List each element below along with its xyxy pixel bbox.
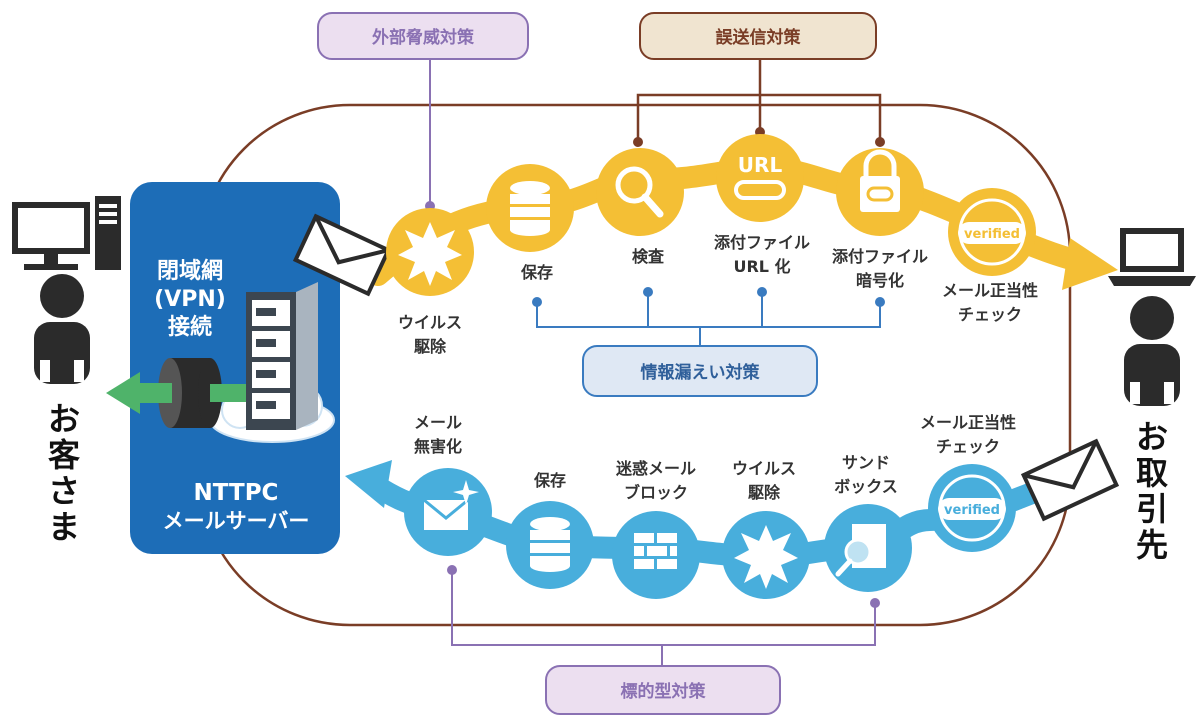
svg-text:メール: メール [414, 413, 462, 432]
node-out-url: URL 添付ファイル URL 化 [714, 134, 810, 276]
svg-text:メール正当性: メール正当性 [942, 281, 1038, 300]
brick-wall-icon [634, 533, 677, 569]
svg-text:暗号化: 暗号化 [856, 271, 904, 290]
inbound-nodes: メール 無害化 保存 迷惑メール ブロック [404, 413, 1016, 599]
magnifier-icon [615, 166, 664, 218]
node-out-verify: verified メール正当性 チェック [942, 188, 1038, 324]
svg-text:誤送信対策: 誤送信対策 [716, 27, 802, 48]
server-label-line2: メールサーバー [163, 509, 310, 533]
node-in-store: 保存 [506, 471, 594, 589]
svg-text:URL 化: URL 化 [733, 257, 790, 276]
customer-label: お客さま [48, 400, 80, 546]
tag-info-leak-prevention: 情報漏えい対策 [582, 345, 818, 397]
tag-missend-prevention: 誤送信対策 [639, 12, 877, 60]
vpn-label-line1: 閉域網 [157, 258, 223, 284]
node-out-inspect: 検査 [596, 148, 684, 266]
svg-text:添付ファイル: 添付ファイル [832, 247, 928, 266]
svg-text:駆除: 駆除 [414, 337, 447, 356]
svg-text:情報漏えい対策: 情報漏えい対策 [641, 362, 761, 383]
svg-text:チェック: チェック [936, 437, 1000, 456]
svg-text:URL: URL [738, 153, 783, 177]
svg-text:保存: 保存 [520, 263, 553, 282]
desktop-computer-icon [12, 196, 121, 270]
verified-badge-icon: verified [958, 198, 1026, 266]
tag-external-threat: 外部脅威対策 [317, 12, 529, 60]
outbound-nodes: ウイルス 駆除 保存 検査 [386, 134, 1038, 356]
vpn-tunnel-icon [158, 358, 246, 428]
nttpc-server-box: 閉域網 (VPN) 接続 NTTPC メールサーバー [130, 182, 340, 554]
partner-figure [1108, 228, 1196, 406]
svg-text:ウイルス: ウイルス [732, 459, 796, 478]
partner-label: お取引先 [1136, 418, 1168, 564]
svg-text:チェック: チェック [958, 305, 1022, 324]
person-icon [34, 274, 90, 384]
svg-text:標的型対策: 標的型対策 [621, 681, 707, 702]
svg-text:迷惑メール: 迷惑メール [615, 459, 696, 478]
node-out-virus: ウイルス 駆除 [386, 208, 474, 356]
svg-text:検査: 検査 [632, 247, 664, 266]
svg-text:ウイルス: ウイルス [398, 313, 462, 332]
outbound-envelope-icon [292, 213, 392, 297]
node-in-sanitize: メール 無害化 [404, 413, 492, 556]
server-label-line1: NTTPC [194, 480, 279, 506]
person-icon-partner [1124, 296, 1180, 406]
svg-text:verified: verified [964, 227, 1020, 242]
server-rack-icon [246, 282, 318, 430]
svg-text:メール正当性: メール正当性 [920, 413, 1016, 432]
virus-burst-icon [398, 222, 462, 286]
svg-text:添付ファイル: 添付ファイル [714, 233, 810, 252]
vpn-label-line3: 接続 [168, 314, 212, 340]
mail-sparkle-icon [423, 480, 479, 530]
svg-text:駆除: 駆除 [748, 483, 781, 502]
node-out-store: 保存 [486, 164, 574, 282]
svg-text:サンド: サンド [842, 453, 890, 472]
node-in-sandbox: サンド ボックス [824, 453, 912, 592]
svg-text:ブロック: ブロック [624, 483, 688, 502]
node-in-spam: 迷惑メール ブロック [612, 459, 700, 599]
node-in-verify: verified メール正当性 チェック [920, 413, 1016, 552]
svg-text:verified: verified [944, 503, 1000, 518]
database-icon [510, 181, 550, 236]
sandbox-doc-icon [835, 524, 886, 577]
node-out-encrypt: 添付ファイル 暗号化 [832, 148, 928, 290]
url-link-icon: URL [734, 153, 786, 200]
svg-text:無害化: 無害化 [414, 437, 462, 456]
laptop-icon [1108, 228, 1196, 286]
svg-text:ボックス: ボックス [834, 477, 898, 496]
verified-badge-icon: verified [938, 474, 1006, 542]
inbound-arrowhead [345, 460, 392, 508]
node-in-virus: ウイルス 駆除 [722, 459, 810, 599]
svg-text:外部脅威対策: 外部脅威対策 [372, 27, 475, 48]
lock-clip-icon [860, 149, 900, 212]
virus-burst-icon [734, 525, 798, 589]
delivery-arrow-to-customer [106, 372, 172, 414]
inbound-envelope-icon [1020, 438, 1120, 522]
database-icon [530, 517, 570, 572]
tag-targeted-attack: 標的型対策 [545, 665, 781, 715]
outbound-arrowhead [1062, 238, 1118, 290]
vpn-label-line2: (VPN) [154, 287, 226, 312]
customer-figure [12, 196, 121, 384]
svg-text:保存: 保存 [533, 471, 566, 490]
